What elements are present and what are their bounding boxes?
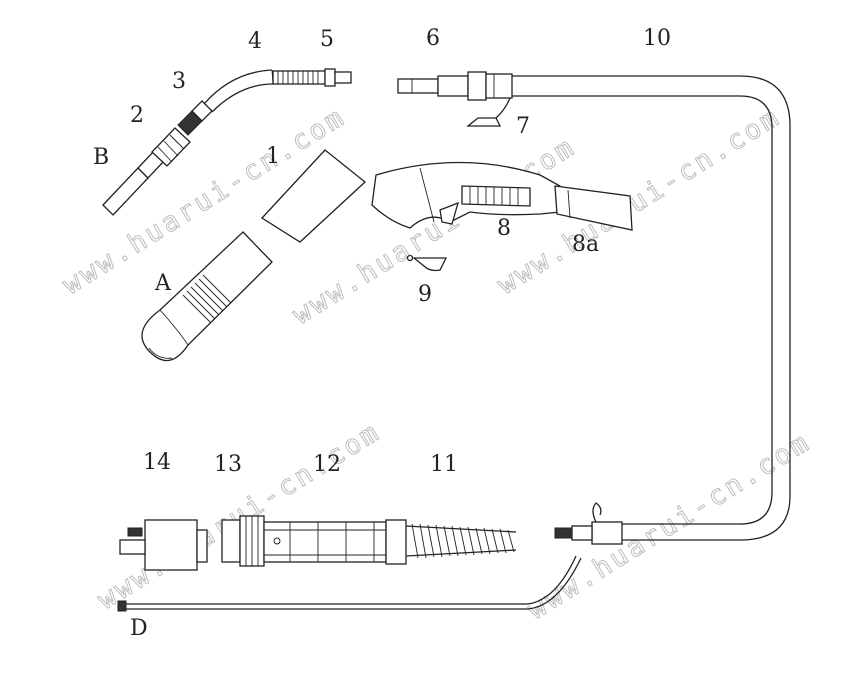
label-7: 7: [516, 114, 530, 139]
label-4: 4: [248, 29, 262, 54]
part-7-trigger-clip: [466, 97, 511, 127]
part-1-sleeve: [260, 149, 366, 243]
label-12: 12: [313, 452, 341, 477]
label-5: 5: [320, 27, 334, 52]
nozzle-knurl-bands: [182, 274, 232, 324]
part-5-neck-connector: [272, 68, 352, 87]
part-12-cable-support: [263, 519, 407, 565]
handle-grip-ribs: [469, 187, 519, 206]
part-8-handle: [371, 161, 561, 229]
label-6: 6: [426, 26, 440, 51]
part-b-contact-tip: [102, 149, 166, 216]
label-1: 1: [266, 144, 280, 169]
part-11-spring: [405, 523, 517, 559]
label-10: 10: [643, 26, 671, 51]
label-11: 11: [430, 452, 458, 477]
part-d-control-lead: [117, 555, 582, 612]
label-d: D: [130, 616, 148, 641]
part-3-insulator: [177, 100, 213, 136]
watermark-4: www.huarui-cn.com: [92, 416, 386, 616]
label-9: 9: [418, 282, 432, 307]
part-2-tip-holder: [151, 127, 191, 167]
part-a-nozzle: [141, 231, 273, 362]
cable-end-connector: [554, 502, 623, 545]
part-8a-handle-cap: [554, 185, 633, 231]
part-6-end-fitting: [397, 71, 513, 101]
neck-thread: [277, 71, 319, 84]
part-13-nut: [221, 515, 265, 567]
part-14-euro-plug: [119, 519, 208, 571]
label-3: 3: [172, 69, 186, 94]
label-a: A: [154, 271, 172, 296]
label-8: 8: [497, 216, 511, 241]
label-13: 13: [214, 452, 242, 477]
part-4-swan-neck: [203, 69, 274, 113]
label-b: B: [93, 145, 109, 170]
label-14: 14: [143, 450, 171, 475]
part-9-trigger: [406, 254, 448, 272]
label-8a: 8a: [572, 232, 599, 257]
label-2: 2: [130, 103, 144, 128]
part-labels: 1 2 3 4 5 6 7 8 8a 9 10 11 12 13 14 A B …: [93, 26, 671, 641]
part-10-cable: [512, 75, 791, 541]
